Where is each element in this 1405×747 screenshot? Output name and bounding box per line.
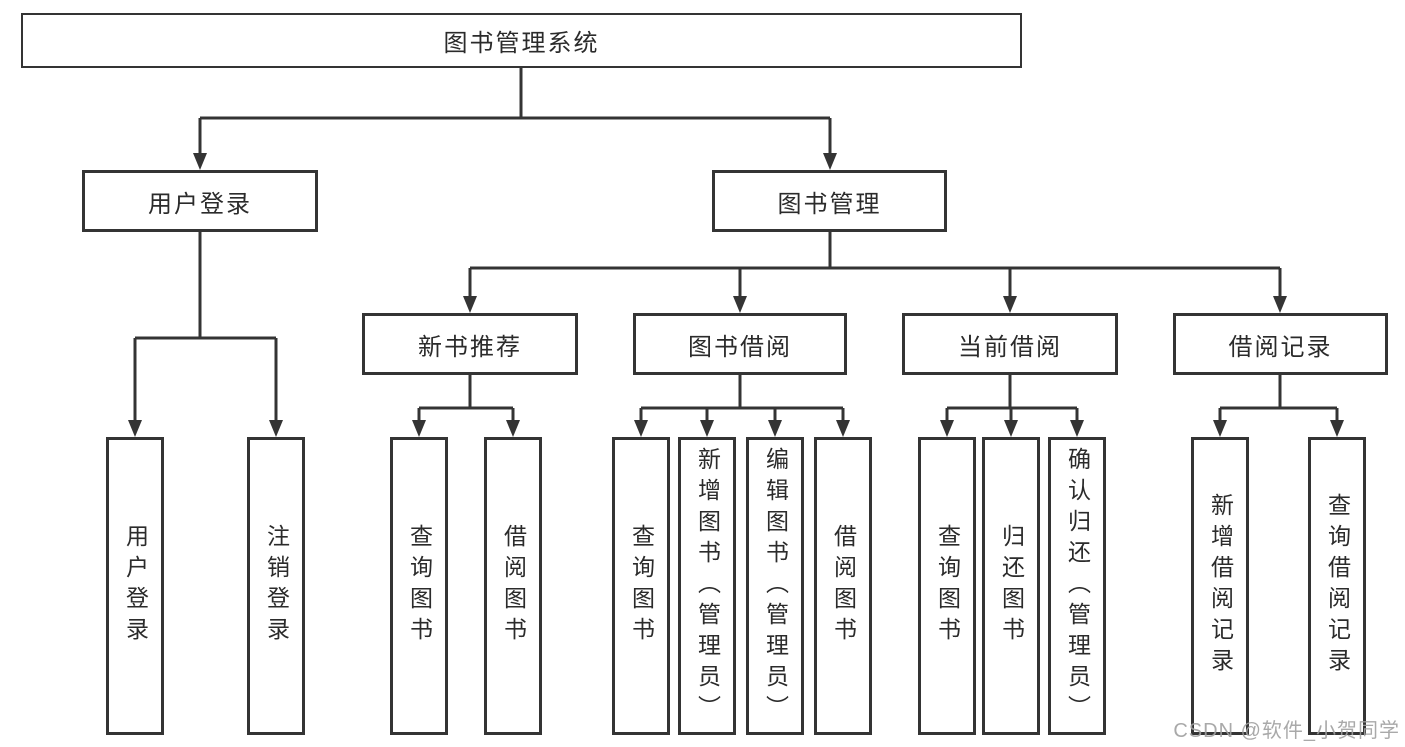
- leaf-borrowing-borrow-books: 借阅图书: [814, 437, 872, 735]
- leaf-edit-books-admin: 编辑图书（管理员）: [746, 437, 804, 735]
- leaf-logout: 注销登录: [247, 437, 305, 735]
- leaf-current-query-books: 查询图书: [918, 437, 976, 735]
- node-book-management: 图书管理: [712, 170, 947, 232]
- leaf-borrowing-query-books: 查询图书: [612, 437, 670, 735]
- node-new-book-recommend: 新书推荐: [362, 313, 578, 375]
- leaf-query-borrow-record: 查询借阅记录: [1308, 437, 1366, 735]
- leaf-return-books: 归还图书: [982, 437, 1040, 735]
- leaf-add-borrow-record: 新增借阅记录: [1191, 437, 1249, 735]
- arrowheads: [128, 153, 1344, 437]
- csdn-watermark: CSDN @软件_小贺同学: [1173, 720, 1400, 742]
- node-current-borrowing: 当前借阅: [902, 313, 1118, 375]
- leaf-recommend-query-books: 查询图书: [390, 437, 448, 735]
- leaf-user-login: 用户登录: [106, 437, 164, 735]
- node-book-borrowing: 图书借阅: [633, 313, 847, 375]
- node-root: 图书管理系统: [21, 13, 1022, 68]
- leaf-add-books-admin: 新增图书（管理员）: [678, 437, 736, 735]
- leaf-recommend-borrow-books: 借阅图书: [484, 437, 542, 735]
- node-user-login: 用户登录: [82, 170, 318, 232]
- node-borrowing-records: 借阅记录: [1173, 313, 1388, 375]
- leaf-confirm-return-admin: 确认归还（管理员）: [1048, 437, 1106, 735]
